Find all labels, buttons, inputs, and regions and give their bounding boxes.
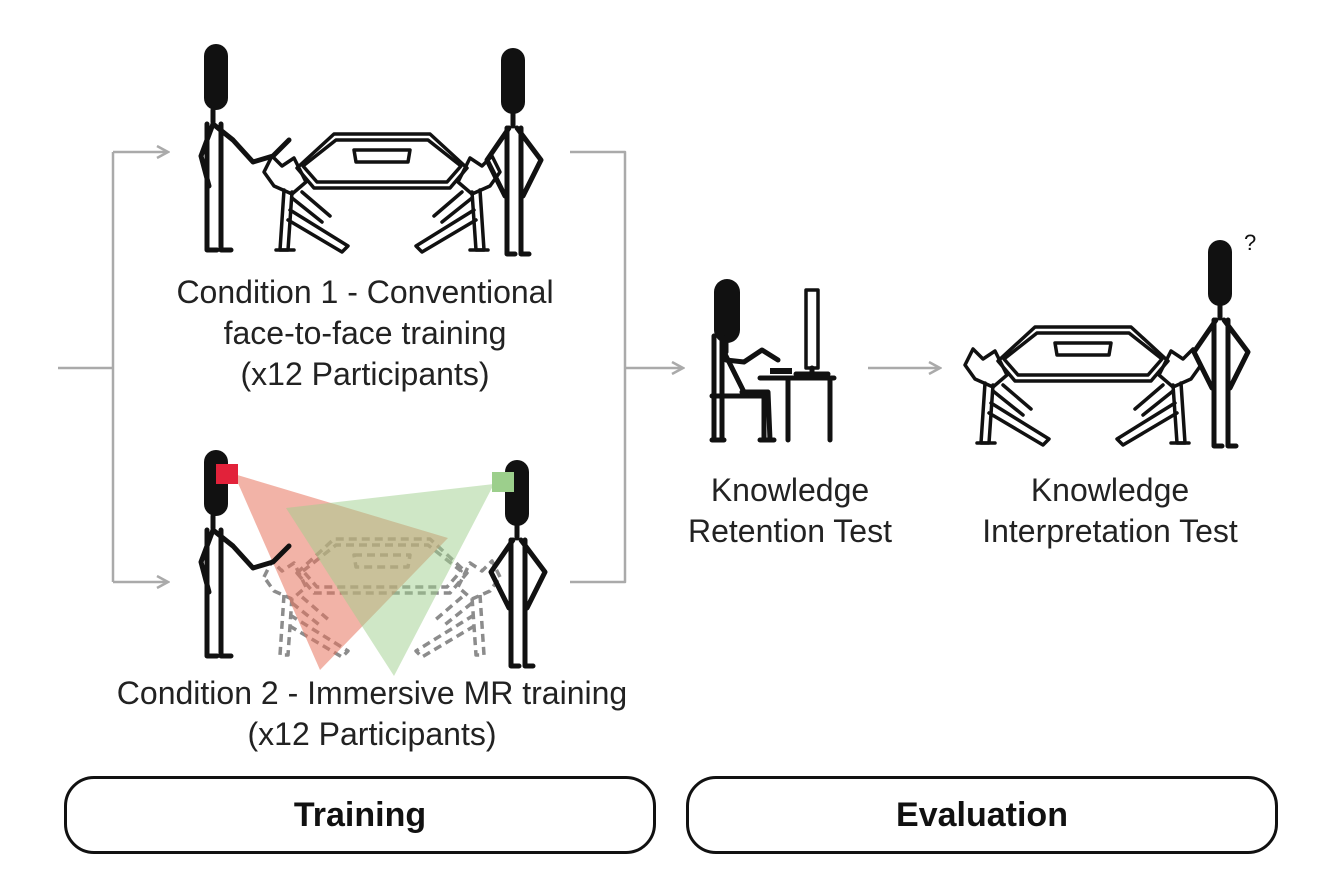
keyboard-icon — [770, 368, 792, 374]
condition-1-label: Condition 1 - Conventional face-to-face … — [145, 272, 585, 395]
condition-2-scene — [201, 450, 545, 676]
trainee-view-frustum — [286, 484, 494, 676]
condition-1-line-2: face-to-face training — [223, 315, 507, 351]
trainee-figure-icon — [487, 48, 541, 254]
red-headset-icon — [216, 464, 238, 484]
trainer-figure-icon — [201, 44, 289, 250]
question-mark: ? — [1244, 230, 1256, 255]
interpretation-table-icon — [963, 325, 1203, 447]
condition-2-label: Condition 2 - Immersive MR training (x12… — [82, 673, 662, 755]
condition-2-line-2: (x12 Participants) — [247, 716, 497, 752]
interpretation-line-1: Knowledge — [1030, 472, 1190, 508]
retention-line-2: Retention Test — [688, 513, 892, 549]
interpretation-test-label: Knowledge Interpretation Test — [960, 470, 1260, 552]
evaluation-phase-box: Evaluation — [686, 776, 1278, 854]
physical-table-icon — [262, 132, 502, 254]
condition-1-scene — [201, 44, 541, 254]
retention-test-label: Knowledge Retention Test — [665, 470, 915, 552]
retention-line-1: Knowledge — [710, 472, 870, 508]
participant-head-icon — [714, 279, 740, 343]
interpreting-figure-icon — [1194, 240, 1248, 446]
green-headset-icon — [492, 472, 514, 492]
training-phase-box: Training — [64, 776, 656, 854]
condition-1-line-3: (x12 Participants) — [240, 356, 490, 392]
condition-1-line-1: Condition 1 - Conventional — [176, 274, 554, 310]
monitor-icon — [804, 288, 820, 370]
flow-lines — [58, 152, 940, 582]
interpretation-line-2: Interpretation Test — [982, 513, 1238, 549]
interpretation-test-scene: ? — [963, 230, 1256, 447]
retention-test-scene — [709, 279, 837, 443]
condition-2-line-1: Condition 2 - Immersive MR training — [116, 675, 628, 711]
